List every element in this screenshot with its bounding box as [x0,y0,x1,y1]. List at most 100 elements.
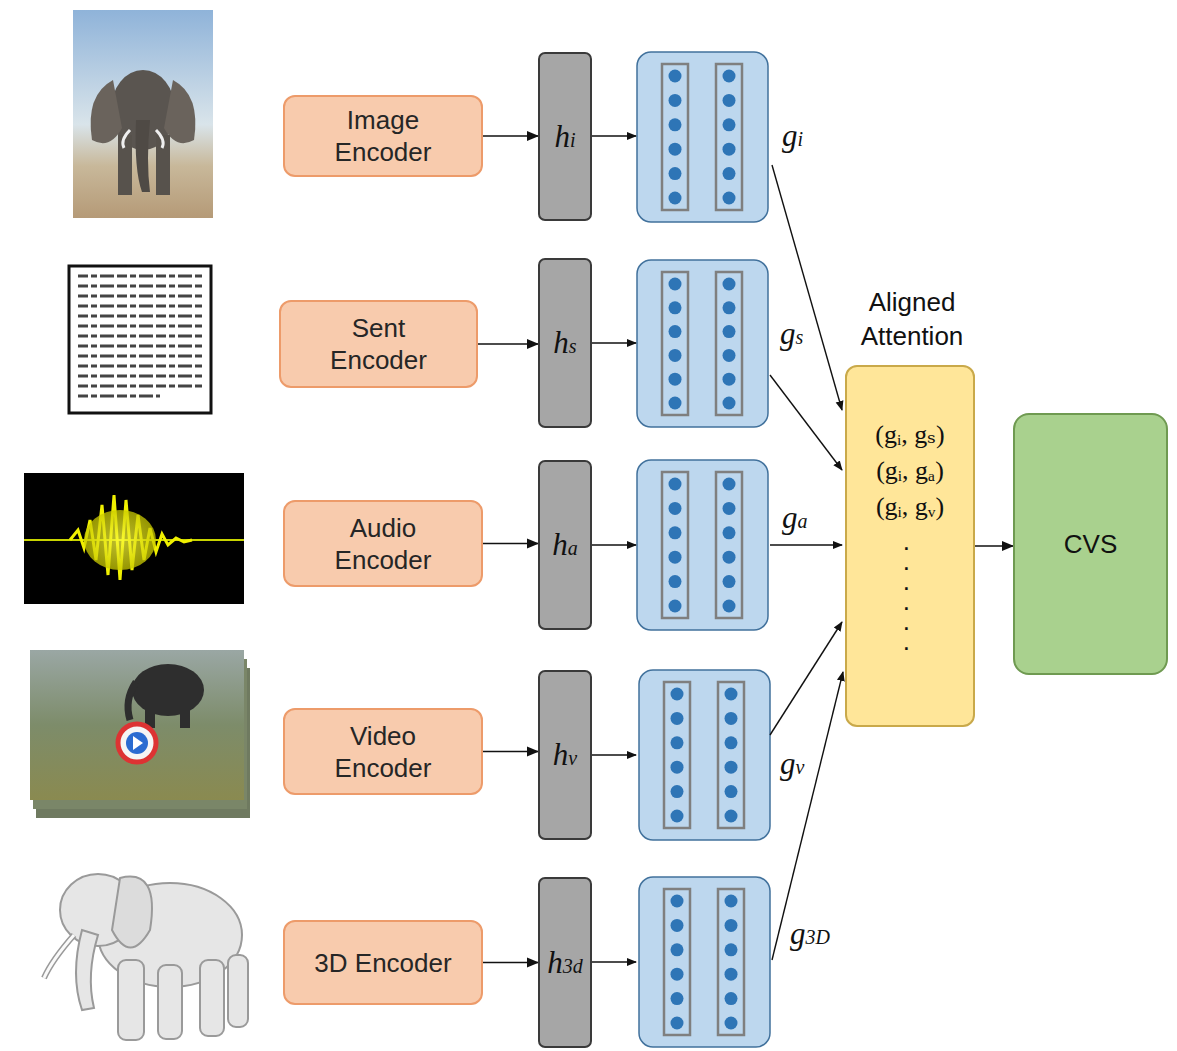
hidden-state-box: hs [538,258,592,428]
vector-dot [669,278,682,291]
vector-dot [669,502,682,515]
vector-dot [725,785,738,798]
vector-dot [669,600,682,613]
encoder-label: Image Encoder [318,104,448,168]
cvs-label: CVS [1064,529,1117,560]
vector-dot [723,551,736,564]
vector-dot [725,895,738,908]
hidden-state-symbol: hs [553,325,576,361]
vector-dot [723,70,736,83]
vector-dot [669,349,682,362]
vector-dot [671,761,684,774]
embedding-block [639,877,770,1047]
cvs-box: CVS [1013,413,1168,675]
vector-dot [725,688,738,701]
vector-dot [671,919,684,932]
embedding-symbol: gs [780,316,803,352]
vector-dot [669,373,682,386]
hidden-state-symbol: h3d [547,945,583,981]
vector-dot [723,575,736,588]
elephant-3d-model [44,874,248,1040]
vector-dot [671,688,684,701]
flow-arrow [483,543,538,545]
vector-dot [723,373,736,386]
vector-column [664,682,690,828]
vector-dot [671,992,684,1005]
vector-dot [723,192,736,205]
vector-column [662,64,688,210]
embedding-block [637,460,768,630]
hidden-state-symbol: ha [552,527,578,563]
ellipsis-dots: . . . . . . [903,531,917,651]
embedding-arrows [592,136,636,962]
vector-column [718,889,744,1035]
vector-dot [723,349,736,362]
vector-dot [671,736,684,749]
vector-column [716,472,742,618]
vector-dot [723,478,736,491]
vector-dot [723,526,736,539]
flow-arrow [975,545,1013,547]
vector-dot [723,301,736,314]
vector-dot [671,1017,684,1030]
vector-dot [671,785,684,798]
vector-dot [723,502,736,515]
audio-waveform [24,473,244,604]
embedding-block [637,52,768,222]
flow-arrow [483,962,538,964]
vector-dot [725,992,738,1005]
flow-arrow [483,751,538,753]
encoder-label: Audio Encoder [318,512,448,576]
pair-label: (gᵢ, gₐ) [847,453,973,489]
encoder-label: Sent Encoder [314,312,444,376]
vector-dot [723,600,736,613]
attention-title: Aligned Attention [827,285,997,353]
vector-dot [669,325,682,338]
hidden-state-box: hi [538,52,592,221]
vector-column [662,472,688,618]
attention-arrows [770,165,843,960]
hidden-state-box: ha [538,460,592,630]
vector-dot [669,397,682,410]
embedding-blocks [637,52,770,1047]
embedding-symbol: gv [780,746,804,782]
vector-dot [725,919,738,932]
vector-dot [725,943,738,956]
vector-dot [669,118,682,131]
vector-dot [669,526,682,539]
hidden-state-symbol: hi [554,119,575,155]
vector-dot [723,397,736,410]
flow-arrow [483,135,538,137]
vector-dot [725,810,738,823]
encoder-label: 3D Encoder [314,947,451,979]
vector-dot [669,478,682,491]
encoder-box: Video Encoder [283,708,483,795]
flow-arrow [478,343,538,345]
encoder-box: Audio Encoder [283,500,483,587]
vector-dot [723,118,736,131]
vector-dot [669,143,682,156]
pair-label: (gᵢ, gₛ) [847,417,973,453]
vector-dot [725,1017,738,1030]
vector-dot [669,94,682,107]
vector-column [664,889,690,1035]
embedding-symbol: ga [782,500,808,536]
vector-dot [669,551,682,564]
vector-dot [725,761,738,774]
encoder-box: Sent Encoder [279,300,478,388]
encoder-box: Image Encoder [283,95,483,177]
vector-column [718,682,744,828]
encoder-box: 3D Encoder [283,920,483,1005]
vector-dot [725,712,738,725]
text-document [69,266,211,413]
embedding-symbol: g3D [790,916,830,952]
vector-dot [671,895,684,908]
vector-dot [725,736,738,749]
video-frames [30,650,250,818]
vector-dot [669,167,682,180]
vector-dot [669,301,682,314]
elephant-photo [73,10,213,218]
vector-column [716,272,742,415]
hidden-state-box: hv [538,670,592,840]
